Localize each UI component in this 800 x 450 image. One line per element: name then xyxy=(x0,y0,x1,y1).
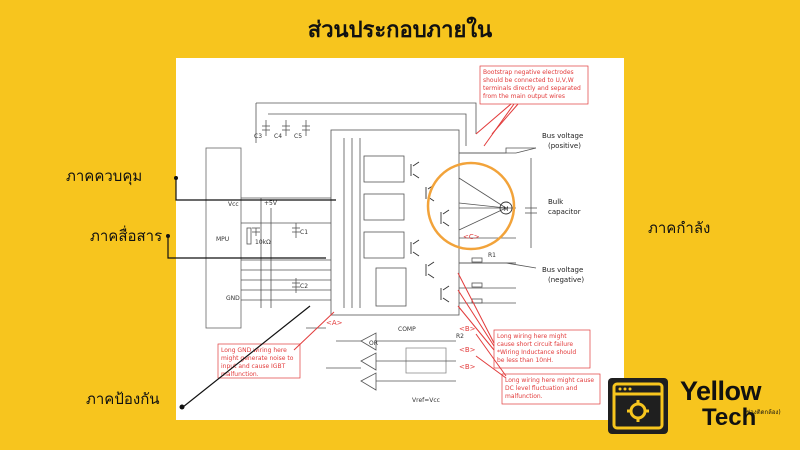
c5-label: C5 xyxy=(294,133,302,140)
vcc-label: Vcc xyxy=(228,201,239,208)
motor-icon xyxy=(499,201,513,215)
c1-label: C1 xyxy=(300,229,308,236)
note-dc-line: malfunction. xyxy=(505,393,543,400)
label-control: ภาคควบคุม xyxy=(66,167,143,185)
c3-label: C3 xyxy=(254,133,262,140)
bulk-label: Bulk xyxy=(548,198,564,206)
note-short-line: be less than 10nH. xyxy=(497,357,553,364)
c2-label: C2 xyxy=(300,283,308,290)
note-short-line: cause short circuit failure xyxy=(497,341,573,348)
gnd-label: GND xyxy=(226,295,240,302)
motor-label: M xyxy=(503,206,508,213)
note-gnd-line: Long GND wiring here xyxy=(221,347,287,354)
logo-text-tech: Tech xyxy=(702,404,757,431)
bus-negative-sub: (negative) xyxy=(548,276,584,284)
marker-b-3: <B> xyxy=(459,363,476,371)
marker-c: <C> xyxy=(463,233,480,241)
note-gnd-line: input and cause IGBT xyxy=(221,363,286,370)
note-bootstrap-line: should be connected to U,V,W xyxy=(483,77,574,84)
comp-label: COMP xyxy=(398,326,416,333)
c4-label: C4 xyxy=(274,133,282,140)
note-gnd-line: malfunction. xyxy=(221,371,259,378)
logo-subtext: (ช่างติดกล้อง) xyxy=(744,409,781,416)
circuit-diagram: M MPU Vcc +5V 10kΩ GND C1 C2 C3 C4 C5 R1… xyxy=(176,58,624,420)
or-label: OR xyxy=(369,340,378,347)
window-gear-icon xyxy=(612,382,664,430)
bus-positive-sub: (positive) xyxy=(548,142,581,150)
note-gnd-line: might generate noise to xyxy=(221,355,294,362)
logo-badge xyxy=(608,378,668,434)
note-dc-line: Long wiring here might cause xyxy=(505,377,594,384)
highlight-circle xyxy=(426,161,516,251)
marker-a: <A> xyxy=(326,319,343,327)
plus5v-label: +5V xyxy=(264,200,278,207)
vref-label: Vref=Vcc xyxy=(412,397,440,404)
r10k-label: 10kΩ xyxy=(255,239,271,246)
bus-positive-label: Bus voltage xyxy=(542,132,583,140)
note-bootstrap-line: from the main output wires xyxy=(483,93,565,100)
marker-b-1: <B> xyxy=(459,325,476,333)
note-short-line: *Wiring Inductance should xyxy=(497,349,576,356)
label-protection: ภาคป้องกัน xyxy=(86,390,160,408)
bus-negative-label: Bus voltage xyxy=(542,266,583,274)
logo-text-yellow: Yellow xyxy=(680,376,762,406)
page-title: ส่วนประกอบภายใน xyxy=(307,18,493,43)
note-dc-box xyxy=(501,373,601,405)
marker-b-2: <B> xyxy=(459,346,476,354)
note-bootstrap-line: terminals directly and separated xyxy=(483,85,581,92)
note-dc-line: DC level fluctuation and xyxy=(505,385,577,392)
r2-label: R2 xyxy=(456,333,464,340)
note-bootstrap-box xyxy=(479,65,589,105)
mpu-label: MPU xyxy=(216,236,229,243)
label-communication: ภาคสื่อสาร xyxy=(90,227,163,245)
note-bootstrap-line: Bootstrap negative electrodes xyxy=(483,69,574,76)
note-short-box xyxy=(493,329,591,369)
bulk-sub: capacitor xyxy=(548,208,581,216)
note-short-line: Long wiring here might xyxy=(497,333,567,340)
label-power: ภาคกำลัง xyxy=(648,219,711,237)
r1-label: R1 xyxy=(488,252,496,259)
circuit-svg: M MPU Vcc +5V 10kΩ GND C1 C2 C3 C4 C5 R1… xyxy=(205,65,601,405)
